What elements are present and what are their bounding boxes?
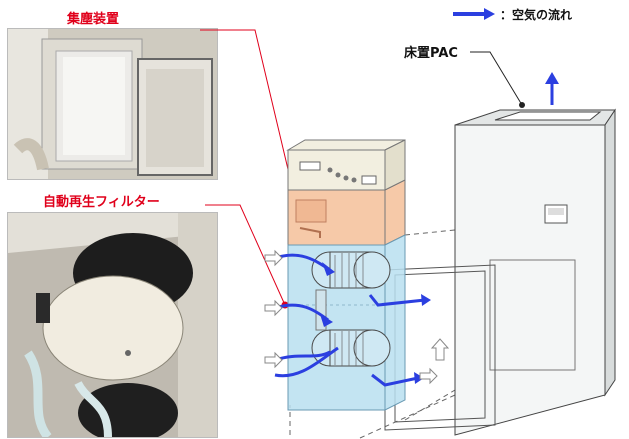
legend-text: ：空気の流れ: [500, 8, 573, 22]
blue-arrow-icon: [453, 8, 495, 20]
filter-leader-line: [205, 204, 286, 306]
inlet-arrows: [264, 249, 450, 385]
pac-outlet-arrow: [545, 72, 559, 105]
pac-leader-line: [470, 51, 523, 106]
dust-collector-photo-art: [8, 29, 217, 179]
auto-regen-filter-photo-art: [8, 213, 217, 437]
floor-pac-unit: [454, 108, 616, 436]
filter-box: [287, 234, 406, 411]
auto-regen-filter-photo: [7, 212, 218, 438]
floor-pac-label: 床置PAC: [404, 46, 458, 61]
control-box: [286, 139, 406, 191]
pac-leader-dot: [519, 102, 525, 108]
dust-collector-photo: [7, 28, 218, 180]
duct-dashed-lines: [289, 229, 456, 439]
auto-regen-filter-label: 自動再生フィルター: [43, 195, 160, 210]
dust-collector-label: 集塵装置: [67, 12, 120, 27]
dust-leader-line: [200, 29, 301, 221]
air-flow-arrowheads: [320, 262, 431, 384]
